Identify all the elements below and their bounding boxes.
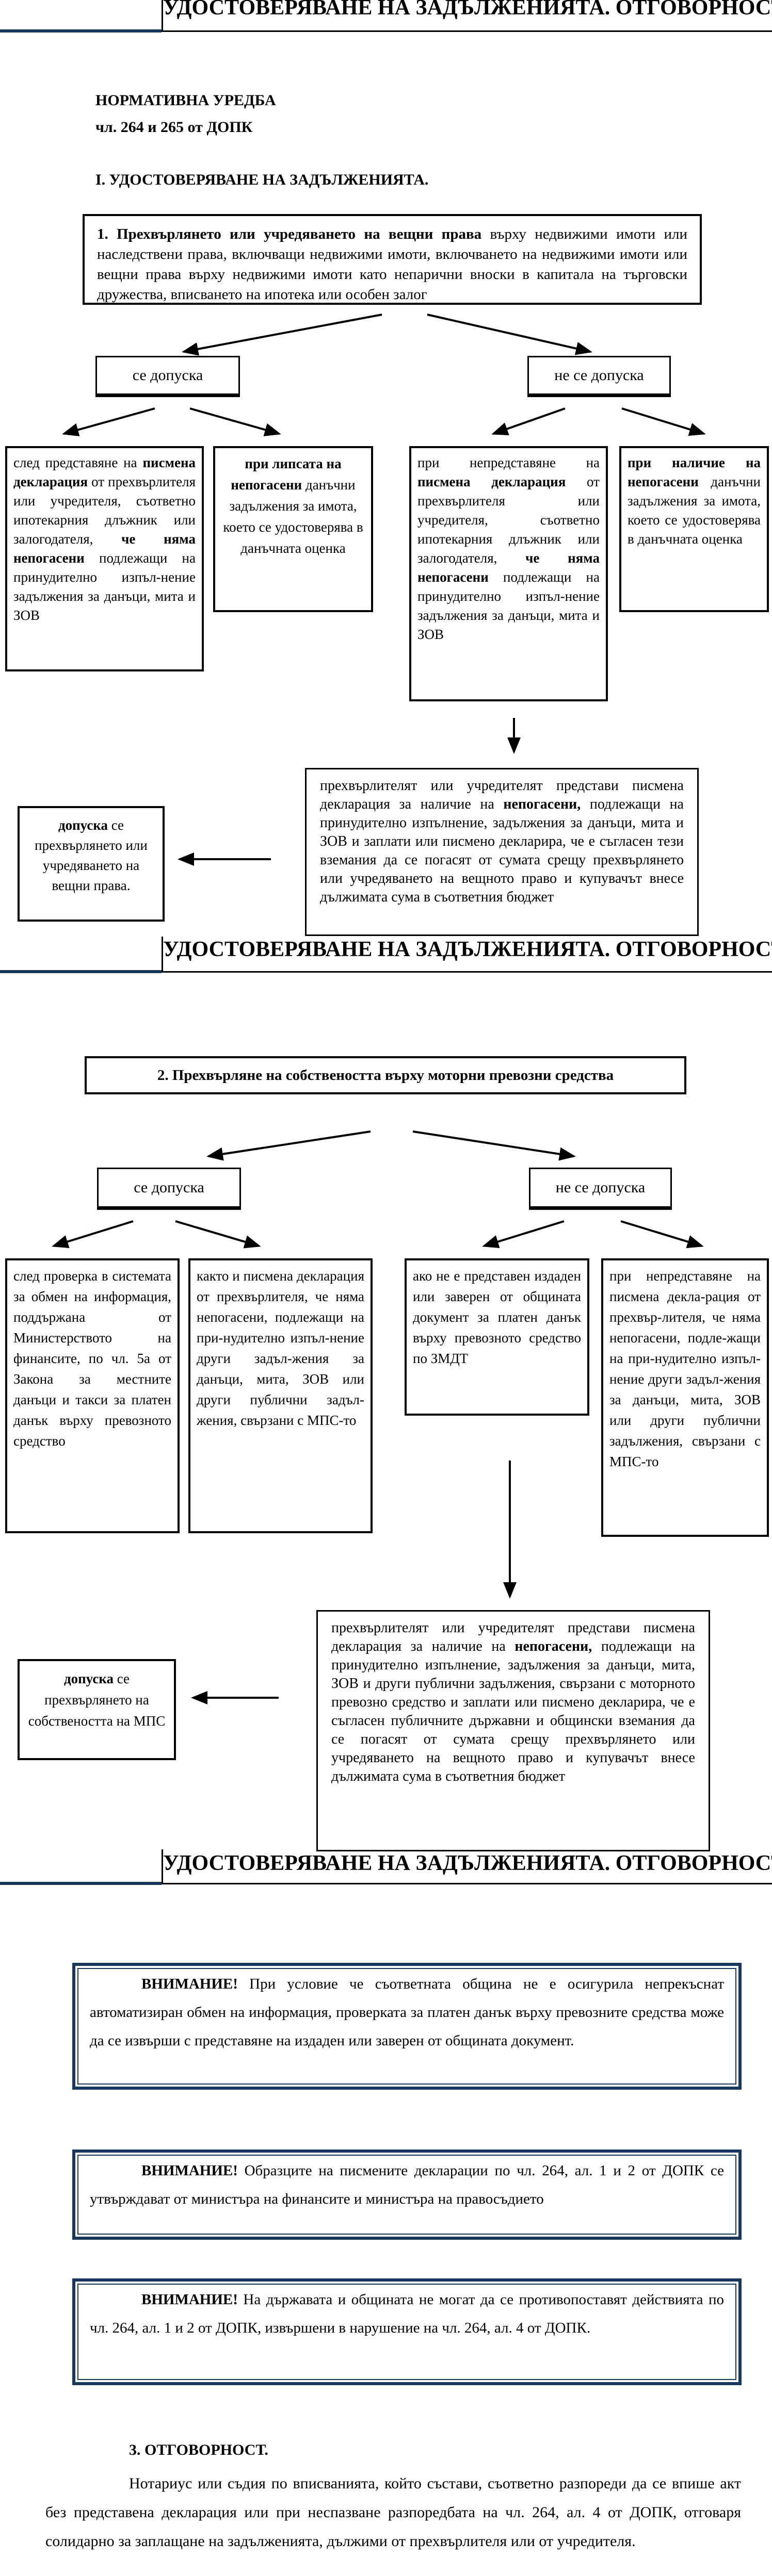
- warning-text-3: ВНИМАНИЕ! На държавата и общината не мог…: [77, 2284, 736, 2380]
- header-divider-line: [162, 937, 163, 972]
- arrow-s2-to-not-allowed: [412, 1130, 576, 1161]
- section1-result-box: допуска се прехвърлянето или учредяванет…: [18, 806, 165, 922]
- section1-exception-box: прехвърлителят или учредителят представи…: [305, 768, 699, 936]
- section2-exception-box: прехвърлителят или учредителят представи…: [316, 1610, 710, 1851]
- section1-condition-no-debts-box: при липсата на непогасени данъчни задълж…: [213, 446, 373, 612]
- section1-not-allowed-label: не се допуска: [554, 367, 644, 384]
- arrow-s1-to-not-allowed: [427, 314, 592, 355]
- header-divider-line: [162, 1849, 163, 1883]
- header-rule-blue: [0, 29, 162, 32]
- section2-not-allowed-label: не се допуска: [555, 1179, 646, 1196]
- warning-box-3: ВНИМАНИЕ! На държавата и общината не мог…: [72, 2278, 742, 2385]
- norm-title: НОРМАТИВНА УРЕДБА: [95, 92, 276, 109]
- section2-condition-declaration-box: както и писмена декларация от прехвърлит…: [188, 1258, 373, 1533]
- section2-condition-no-document-box: ако не е представен издаден или заверен …: [405, 1258, 589, 1416]
- arrow-s2-allowed-a: [52, 1220, 134, 1249]
- arrow-s2-allowed-b: [175, 1220, 261, 1249]
- norm-articles: чл. 264 и 265 от ДОПК: [95, 119, 253, 136]
- arrow-s1-notallowed-d: [621, 407, 706, 436]
- arrow-s2-notallowed-d: [620, 1220, 704, 1249]
- warning-box-2: ВНИМАНИЕ! Образците на писмените деклара…: [72, 2150, 742, 2240]
- section2-allowed-box: се допуска: [97, 1168, 241, 1210]
- section2-condition-check-box: след проверка в системата за обмен на ин…: [5, 1258, 180, 1533]
- warning-box-1: ВНИМАНИЕ! При условие че съответната общ…: [72, 1963, 742, 2090]
- page-header-title: УДОСТОВЕРЯВАНЕ НА ЗАДЪЛЖЕНИЯТА. ОТГОВОРН…: [163, 1851, 772, 1875]
- arrow-s2-to-allowed: [206, 1130, 371, 1161]
- section2-condition-no-declaration-box: при непредставяне на писмена декла-рация…: [601, 1258, 769, 1537]
- page-header-title: УДОСТОВЕРЯВАНЕ НА ЗАДЪЛЖЕНИЯТА. ОТГОВОРН…: [163, 0, 772, 20]
- header-rule-blue: [0, 1882, 162, 1885]
- arrow-s1-to-allowed: [182, 314, 382, 356]
- responsibility-paragraph: Нотариус или съдия по вписванията, който…: [45, 2475, 741, 2550]
- arrow-s1-allowed-b: [189, 407, 281, 436]
- header-rule-black: [162, 971, 772, 973]
- section1-condition-debts-present-box: при наличие на непогасени данъчни задълж…: [619, 446, 769, 612]
- arrow-s1-notallowed-c: [491, 407, 566, 435]
- warning-text-1: ВНИМАНИЕ! При условие че съответната общ…: [77, 1968, 736, 2085]
- header-rule-black: [162, 30, 772, 32]
- warning-text-2: ВНИМАНИЕ! Образците на писмените деклара…: [77, 2155, 736, 2235]
- section1-heading: I. УДОСТОВЕРЯВАНЕ НА ЗАДЪЛЖЕНИЯТА.: [95, 171, 429, 188]
- section2-result-box: допуска се прехвърлянето на собственостт…: [18, 1659, 176, 1760]
- section2-case-box: 2. Прехвърляне на собствеността върху мо…: [85, 1056, 686, 1094]
- header-rule-blue: [0, 970, 162, 973]
- section2-allowed-label: се допуска: [134, 1179, 204, 1196]
- section1-not-allowed-box: не се допуска: [527, 356, 671, 397]
- page-header-title: УДОСТОВЕРЯВАНЕ НА ЗАДЪЛЖЕНИЯТА. ОТГОВОРН…: [163, 938, 772, 961]
- section1-allowed-label: се допуска: [132, 367, 203, 384]
- arrow-s1-allowed-a: [62, 407, 155, 437]
- header-rule-black: [162, 1883, 772, 1884]
- header-divider-line: [162, 0, 163, 31]
- responsibility-heading: 3. ОТГОВОРНОСТ.: [129, 2441, 268, 2458]
- section1-condition-no-declaration-box: при непредставяне на писмена декларация …: [409, 446, 608, 701]
- section1-condition-declaration-box: след представяне на писмена декларация о…: [5, 446, 204, 671]
- arrow-s2-notallowed-c: [482, 1220, 565, 1249]
- section2-not-allowed-box: не се допуска: [529, 1168, 672, 1210]
- section1-case-box: 1. Прехвърлянето или учредяването на вещ…: [83, 214, 702, 305]
- section1-allowed-box: се допуска: [95, 356, 240, 397]
